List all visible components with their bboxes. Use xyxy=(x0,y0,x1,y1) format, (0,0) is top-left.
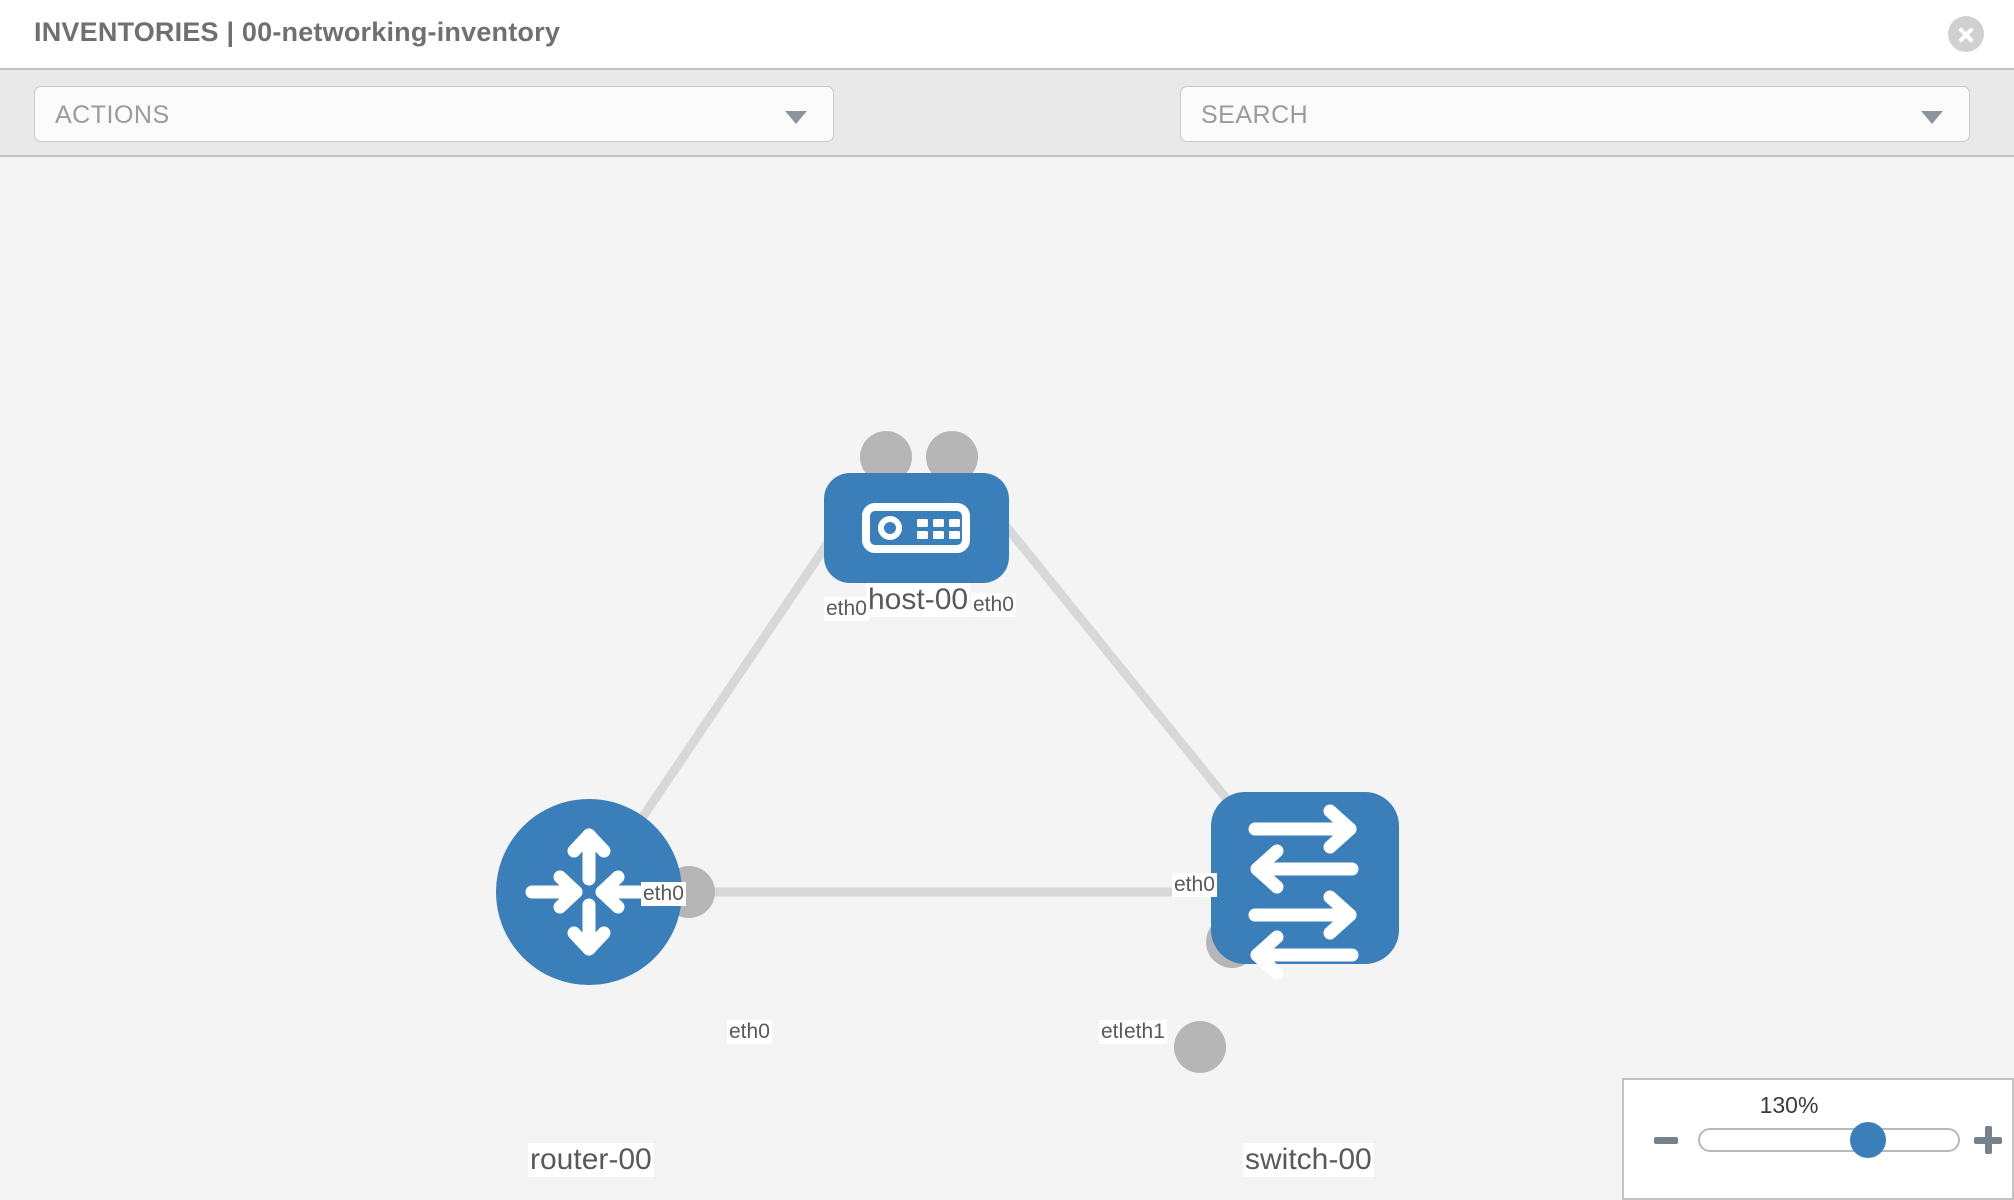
connector-switch00-west[interactable] xyxy=(1174,1021,1226,1073)
topology-canvas[interactable]: eth0 eth0 host-00 eth0 eth0 eth0 eth0 et… xyxy=(0,157,2014,1200)
topology-graph xyxy=(496,431,1399,1073)
actions-dropdown[interactable]: ACTIONS xyxy=(34,86,834,142)
minus-icon[interactable] xyxy=(1654,1137,1678,1144)
page-title: INVENTORIES | 00-networking-inventory xyxy=(34,17,561,47)
router-arrows-icon xyxy=(525,828,653,956)
iface-label-router00-east: eth0 xyxy=(727,1020,772,1044)
toolbar: ACTIONS SEARCH xyxy=(0,68,2014,200)
chevron-down-icon xyxy=(1921,111,1943,124)
iface-label-host00-right: eth0 xyxy=(971,593,1016,617)
close-icon[interactable] xyxy=(1948,16,1984,52)
server-icon xyxy=(862,503,970,553)
node-label-host-00: host-00 xyxy=(866,583,971,617)
plus-icon[interactable] xyxy=(1974,1126,2002,1154)
zoom-control-panel: 130% xyxy=(1622,1078,2014,1200)
node-label-router-00: router-00 xyxy=(528,1143,654,1177)
page-header: INVENTORIES | 00-networking-inventory xyxy=(0,0,2014,68)
switch-arrows-icon xyxy=(1248,804,1359,980)
connector-host00-right[interactable] xyxy=(926,431,978,483)
node-switch-00[interactable] xyxy=(1211,792,1399,980)
zoom-slider-thumb[interactable] xyxy=(1850,1122,1886,1158)
zoom-slider-track[interactable] xyxy=(1698,1128,1960,1152)
actions-dropdown-label: ACTIONS xyxy=(55,101,170,129)
iface-label-switch00-west-eth1: eth1 xyxy=(1122,1020,1167,1044)
node-label-switch-00: switch-00 xyxy=(1243,1143,1374,1177)
iface-label-host00-left: eth0 xyxy=(824,597,869,621)
node-router-00[interactable] xyxy=(496,799,682,985)
search-placeholder: SEARCH xyxy=(1201,101,1309,129)
zoom-level-value: 130% xyxy=(1759,1092,1819,1118)
search-input[interactable]: SEARCH xyxy=(1180,86,1970,142)
iface-label-router00-uplink: eth0 xyxy=(641,882,686,906)
chevron-down-icon xyxy=(785,111,807,124)
node-host-00[interactable] xyxy=(824,473,1009,583)
iface-label-switch00-uplink: eth0 xyxy=(1172,873,1217,897)
connector-host00-left[interactable] xyxy=(860,431,912,483)
